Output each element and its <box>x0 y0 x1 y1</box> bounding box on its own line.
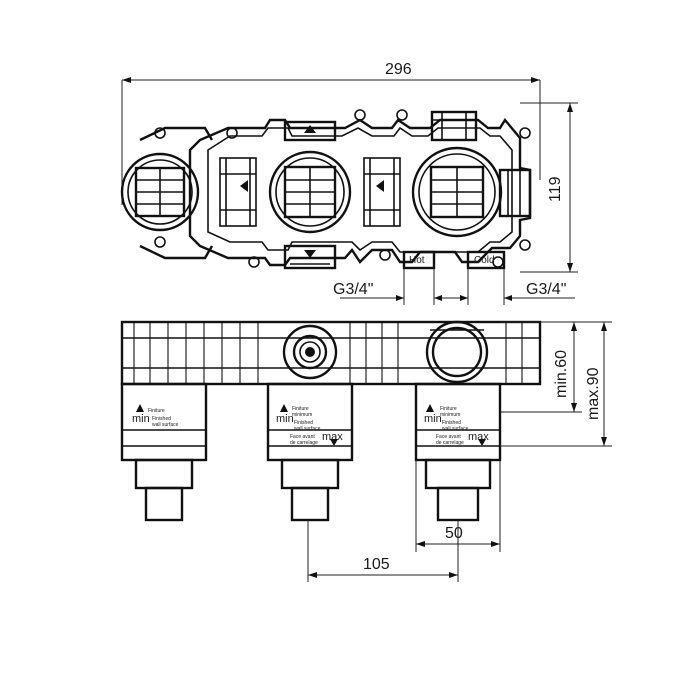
right-line1: Finiture <box>440 406 457 412</box>
center-min-word: min <box>276 413 294 425</box>
right-boss <box>425 320 489 384</box>
center-line6: de carrelage <box>290 440 318 446</box>
front-view: Finiture min Finished wall surface Finit… <box>120 320 612 582</box>
left-chamber <box>120 152 200 232</box>
hot-port: Hot <box>402 250 436 270</box>
width-value: 296 <box>385 61 412 78</box>
right-chamber <box>411 146 503 238</box>
center-line1: Finiture <box>292 406 309 412</box>
port-right-value: G3/4" <box>526 281 566 298</box>
body-shading <box>133 322 523 384</box>
mounting-lugs <box>154 109 531 268</box>
right-line3: Finished <box>442 420 461 426</box>
right-line5: Face avant <box>436 434 461 440</box>
center-boss <box>282 324 338 380</box>
right-min-word: min <box>424 413 442 425</box>
right-line2: minimum <box>440 412 460 418</box>
center-top-cap <box>283 120 337 142</box>
top-view: 296 119 <box>120 61 578 305</box>
left-inlet-bracket <box>139 126 214 260</box>
port-dimension-left: G3/4" <box>333 268 452 305</box>
center-bottom-cap <box>283 244 337 270</box>
right-max-word: max <box>468 431 489 443</box>
right-top-nut <box>430 110 478 142</box>
center-stem: Finiture min minimum Finished wall surfa… <box>266 382 354 522</box>
right-line4: wall surface <box>442 426 469 432</box>
port-dimension-right: G3/4" <box>448 268 575 305</box>
height-dimension: 119 <box>520 102 578 273</box>
left-connector <box>219 157 257 227</box>
max-depth-dimension: max.90 <box>500 321 612 447</box>
min-depth-value: min.60 <box>553 350 570 398</box>
left-min-line1: Finiture <box>148 408 165 414</box>
center-max-word: max <box>322 431 343 443</box>
left-stem: Finiture min Finished wall surface <box>120 382 208 522</box>
cold-port: Cold <box>466 250 506 270</box>
height-value: 119 <box>547 176 564 202</box>
cold-label: Cold <box>474 255 495 266</box>
center-line4: wall surface <box>294 426 321 432</box>
center-spacing-dimension: 105 <box>307 520 459 582</box>
port-left-value: G3/4" <box>333 281 373 298</box>
right-line6: de carrelage <box>436 440 464 446</box>
right-stem: Finiture min minimum Finished wall surfa… <box>414 382 502 522</box>
left-min-line3: wall surface <box>152 422 179 428</box>
center-line5: Face avant <box>290 434 315 440</box>
center-line2: minimum <box>292 412 312 418</box>
valve-body-outline <box>188 117 532 267</box>
outlet-spacing-value: 50 <box>445 525 463 542</box>
left-min-line2: Finished <box>152 416 171 422</box>
center-spacing-value: 105 <box>363 556 390 573</box>
right-connector <box>363 157 401 227</box>
center-chamber <box>268 150 352 234</box>
hot-label: Hot <box>409 255 425 266</box>
right-side-cartridge <box>498 168 532 218</box>
max-depth-value: max.90 <box>585 367 602 420</box>
left-min-word: min <box>132 413 150 425</box>
center-line3: Finished <box>294 420 313 426</box>
